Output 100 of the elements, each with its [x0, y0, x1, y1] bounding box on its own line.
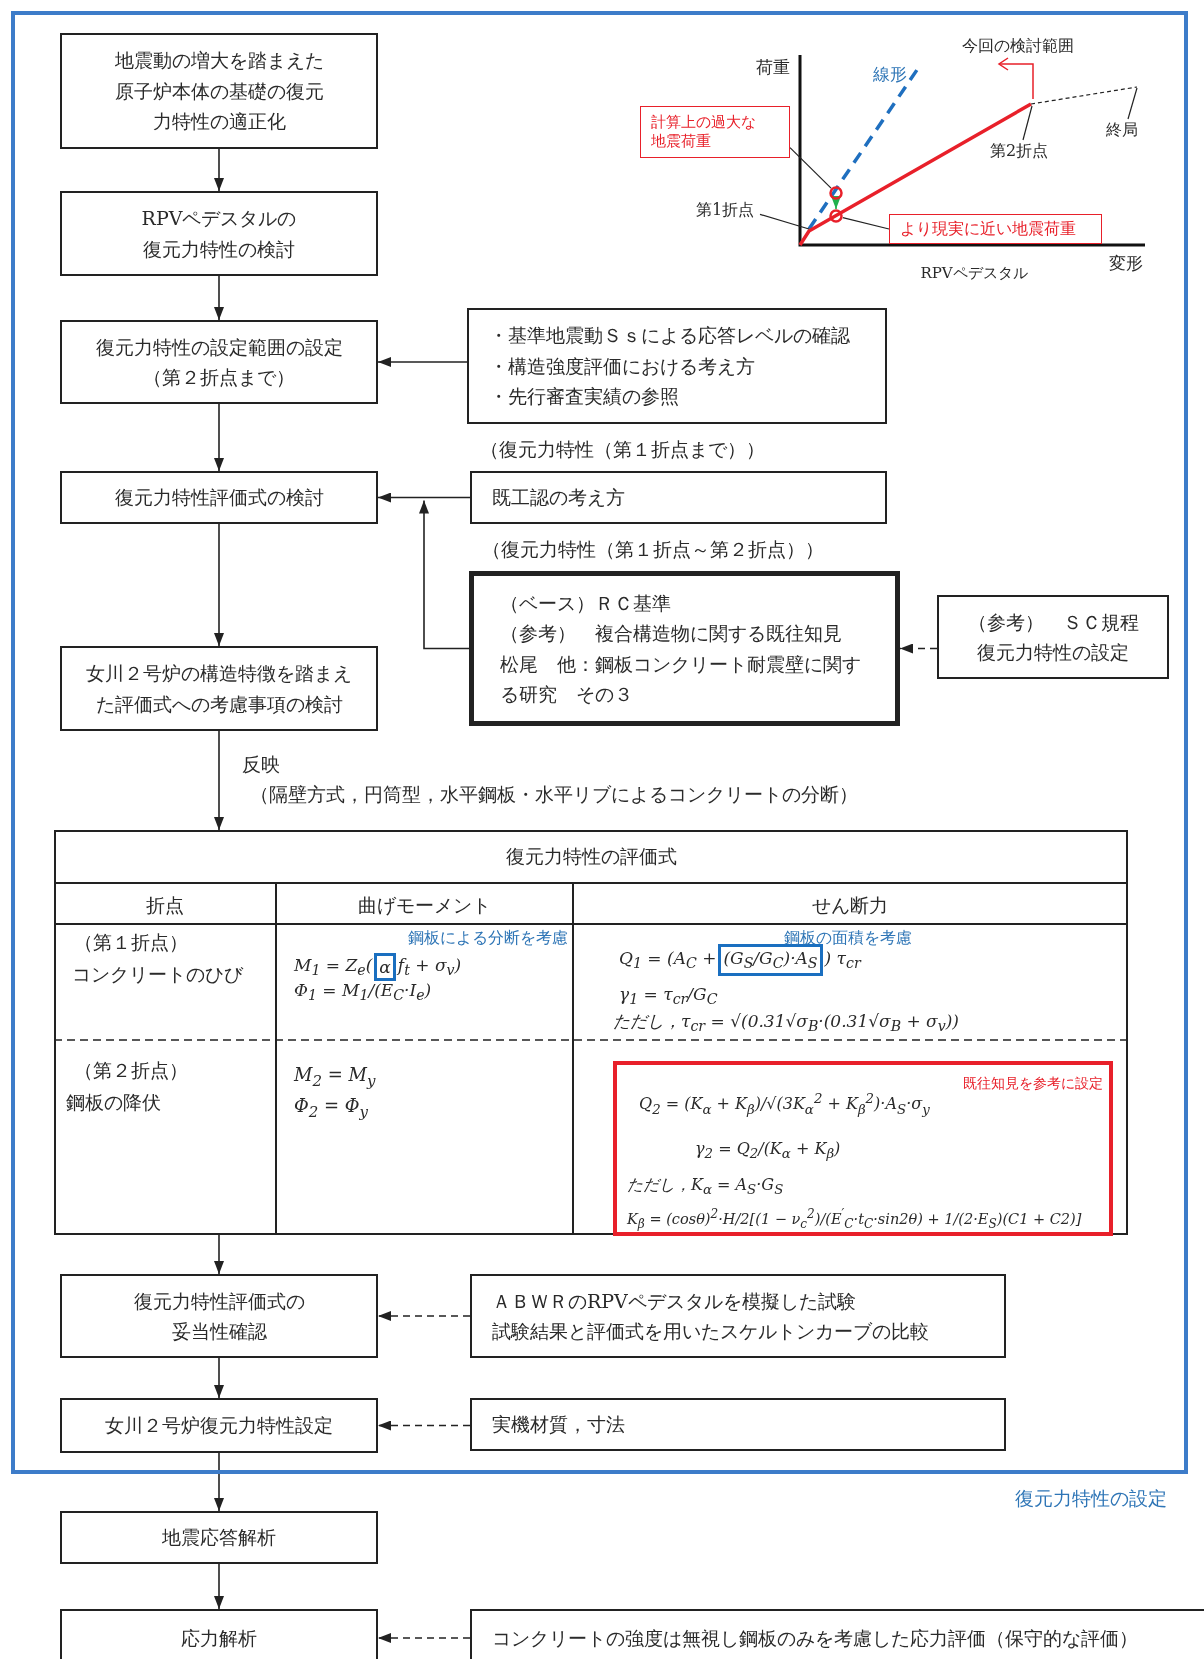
process-box: [60, 191, 378, 276]
highlight-circle: [829, 186, 843, 200]
chart-label: 線形: [873, 63, 907, 86]
box-text: 復元力特性評価式の検討: [114, 485, 324, 511]
highlight-circle: [829, 209, 843, 223]
process-box: [470, 1274, 1006, 1358]
leader-line: [842, 217, 890, 230]
box-text: 試験結果と評価式を用いたスケルトンカーブの比較: [492, 1319, 929, 1344]
chart-label: 変形: [1109, 252, 1143, 275]
process-box: [60, 646, 378, 731]
arrow: [377, 492, 471, 503]
arrow: [377, 1633, 471, 1643]
leader-line: [1022, 105, 1033, 141]
column-header: 曲げモーメント: [357, 893, 491, 918]
arrow: [377, 357, 468, 367]
box-text: 松尾 他：鋼板コンクリート耐震壁に関する研究 その３: [499, 651, 862, 707]
chart-label: RPVペデスタル: [920, 264, 1028, 283]
leader-line: [1127, 87, 1138, 120]
formula: K$_{β}$ = (cosθ)$^{2}$·H/2[(1 − ν$_{c}$$^{2}$)/(E$^{′}$$_{C}$·t$_{C}$·sin2θ) + 1/(2·E$_{S}$)(C1 + C2)]: [627, 1207, 1082, 1231]
callout-box: [640, 106, 790, 158]
box-text: 地震動の増大を踏まえた原子炉本体の基礎の復元力特性の適正化: [113, 48, 325, 135]
process-box: [470, 1398, 1006, 1451]
box-text: 復元力特性の設定: [977, 640, 1129, 665]
row-label: （第１折点）: [74, 930, 188, 955]
arrow: [214, 403, 224, 472]
arrow: [214, 1234, 224, 1275]
highlight-box: α: [374, 953, 396, 982]
highlight-box: [613, 1061, 1113, 1236]
column-header: せん断力: [812, 893, 888, 918]
point-label: 第2折点: [990, 140, 1056, 162]
arrow: [214, 148, 224, 192]
column-header: 折点: [146, 893, 184, 918]
formula: Φ$_{2}$ = Φ$_{y}$: [294, 1095, 369, 1121]
formula: Φ$_{1}$ = M$_{1}$/(E$_{C}$·I$_{e}$): [294, 980, 432, 1004]
box-text: 実機材質，寸法: [492, 1412, 625, 1438]
arrow: [377, 1420, 471, 1431]
box-text: 応力解析: [181, 1625, 257, 1651]
box-text: 既工認の考え方: [492, 485, 625, 511]
box-text: 復元力特性の設定範囲の設定（第２折点まで）: [94, 334, 344, 390]
box-text: （ベース）ＲＣ基準: [499, 590, 671, 616]
formula: γ$_{1}$ = τ$_{cr}$/G$_{C}$: [619, 984, 718, 1008]
leader-line: [759, 213, 810, 230]
process-box: [60, 1398, 378, 1453]
process-box: [937, 595, 1169, 679]
box-heading: （復元力特性（第１折点～第２折点））: [482, 537, 824, 562]
row-label: コンクリートのひび: [72, 962, 243, 987]
leader-line: [789, 147, 832, 189]
arrow: [377, 1311, 471, 1321]
arrow: [899, 643, 938, 654]
point-label: 第1折点: [696, 199, 760, 221]
box-text: 復元力特性評価式の妥当性確認: [132, 1288, 306, 1344]
callout-text: より現実に近い地震荷重: [900, 218, 1076, 240]
box-text: （参考） ＳＣ規程: [967, 609, 1139, 635]
box-text: 女川２号炉復元力特性設定: [105, 1413, 333, 1439]
formula: γ$_{2}$ = Q$_{2}$/(K$_{α}$ + K$_{β}$): [695, 1139, 841, 1162]
box-text: 女川２号炉の構造特徴を踏まえた評価式への考慮事項の検討: [85, 661, 353, 717]
row-label: （第２折点）: [74, 1058, 188, 1083]
process-box: [60, 1274, 378, 1358]
arrow: [419, 499, 470, 650]
frame-title: 復元力特性の設定: [1015, 1486, 1167, 1511]
box-text: RPVペデスタルの復元力特性の検討: [140, 206, 298, 262]
formula: Q$_{2}$ = (K$_{α}$ + K$_{β}$)/√(3K$_{α}$$^{2}$ + K$_{β}$$^{2}$)·A$_{S}$·σ$_{y}$: [639, 1091, 930, 1117]
formula: M$_{1}$ = Z$_{e}$(: [294, 955, 373, 979]
note-text: （隔壁方式，円筒型，水平鋼板・水平リブによるコンクリートの分断）: [250, 782, 858, 807]
box-text: （参考） 複合構造物に関する既往知見: [499, 621, 842, 647]
arrow: [214, 730, 224, 831]
process-box: [60, 33, 378, 149]
chart-label: 今回の検討範囲: [962, 36, 1074, 57]
box-text: ・先行審査実績の参照: [489, 384, 679, 410]
point-label: 終局: [1106, 119, 1150, 141]
formula: ただし，K$_{α}$ = A$_{S}$·G$_{S}$: [627, 1175, 784, 1198]
arrow: [214, 1452, 224, 1512]
callout-box: [889, 214, 1102, 244]
process-box: [60, 1511, 378, 1564]
process-box: [60, 320, 378, 404]
process-box: [60, 471, 378, 524]
process-box: [470, 1609, 1204, 1659]
table-title: 復元力特性の評価式: [505, 844, 677, 869]
row-label: 鋼板の降伏: [66, 1090, 161, 1115]
arrow: [214, 523, 224, 647]
callout-text: 計算上の過大な地震荷重: [651, 112, 757, 152]
formula: f$_{t}$ + σ$_{v}$): [397, 955, 462, 979]
box-text: ・構造強度評価における考え方: [489, 353, 755, 379]
formula: M$_{2}$ = M$_{y}$: [294, 1064, 376, 1090]
box-text: コンクリートの強度は無視し鋼板のみを考慮した応力評価（保守的な評価）: [492, 1625, 1138, 1651]
formula: Q$_{1}$ = (A$_{C}$ +: [619, 948, 717, 972]
arrow: [214, 1563, 224, 1610]
formula: ただし，τ$_{cr}$ = √(0.31√σ$_{B}$·(0.31√σ$_{B}$ + σ$_{v}$)): [613, 1010, 959, 1035]
process-box: [467, 308, 887, 424]
box-text: ・基準地震動Ｓｓによる応答レベルの確認: [489, 323, 850, 349]
arrow: [214, 275, 224, 321]
formula: ) τ$_{cr}$: [824, 948, 861, 972]
annotation: 既往知見を参考に設定: [963, 1075, 1103, 1093]
arrow: [831, 196, 841, 210]
annotation: 鋼板による分断を考慮: [408, 928, 568, 949]
box-text: 地震応答解析: [162, 1525, 276, 1551]
process-box: [60, 1609, 378, 1659]
highlight-box: (G$_{S}$/G$_{C}$)·A$_{S}$: [718, 944, 823, 976]
chart-label: 荷重: [756, 56, 790, 79]
box-text: ＡＢＷＲのRPVペデスタルを模擬した試験: [492, 1288, 856, 1314]
